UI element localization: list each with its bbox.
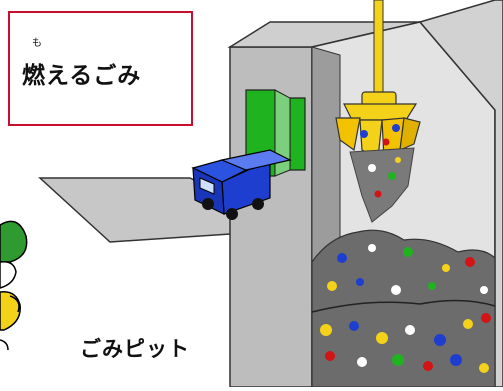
- mascot-character-icon: [0, 220, 28, 351]
- page-title: 燃えるごみ: [22, 63, 142, 89]
- crane-cable: [373, 0, 384, 97]
- pit-label: ごみピット: [80, 337, 190, 361]
- title-furigana: も: [32, 38, 42, 49]
- falling-garbage: [349, 147, 415, 223]
- title-frame: [8, 11, 193, 126]
- garbage-truck-icon: [191, 149, 292, 220]
- garbage-pit-pile: [311, 229, 496, 388]
- crane-grab-icon: [335, 91, 421, 159]
